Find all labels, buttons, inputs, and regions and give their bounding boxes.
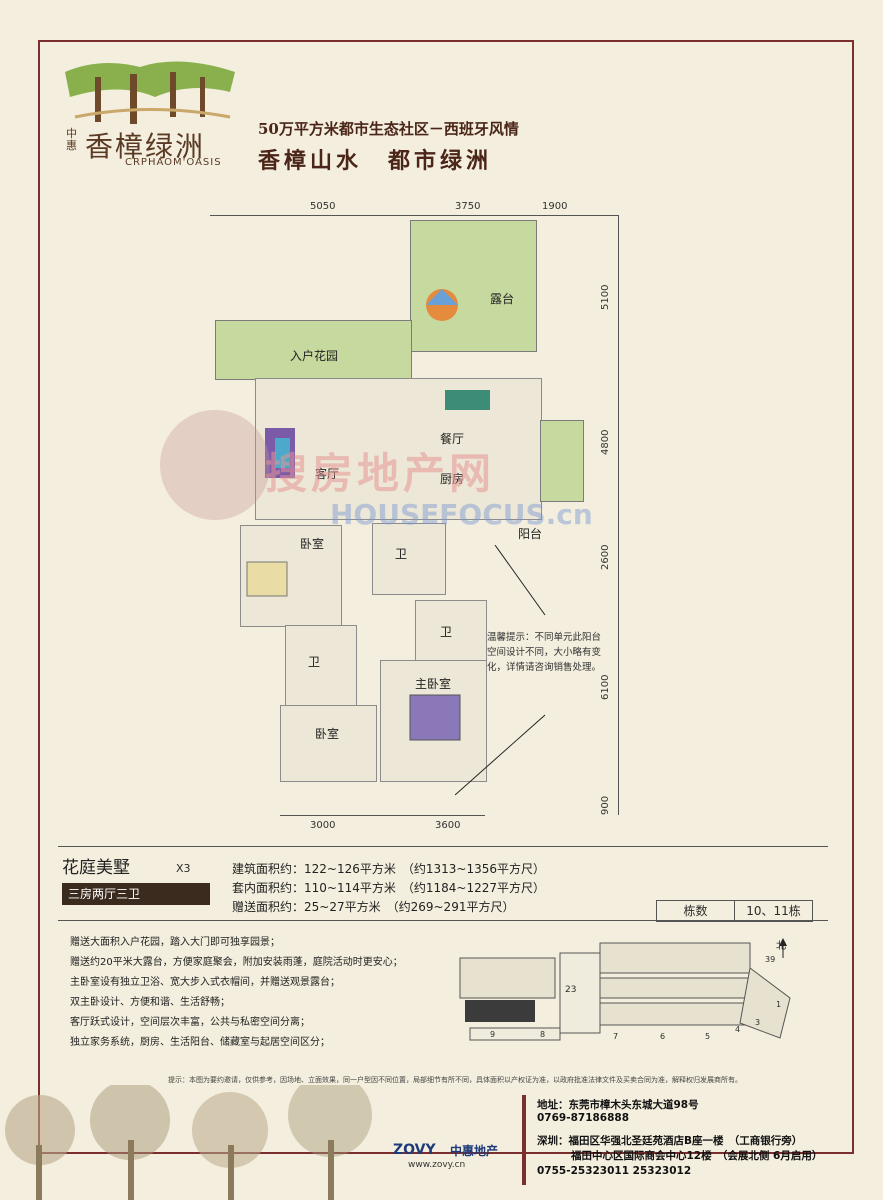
living-label: 客厅 xyxy=(315,467,340,481)
divider-top xyxy=(58,846,828,847)
divider-mid xyxy=(58,920,828,921)
building-label: 栋数 xyxy=(657,901,735,921)
bath1-area xyxy=(372,523,446,595)
area-line-2: 套内面积约：110~114平方米 （约1184~1227平方尺） xyxy=(232,881,545,895)
bedroom2-area xyxy=(280,705,377,782)
watermark-text: 搜房地产网 xyxy=(265,449,496,498)
logo-brand-small: 中惠 xyxy=(66,127,77,152)
feature-1: 赠送大面积入户花园，踏入大门即可独享园景； xyxy=(70,937,280,948)
sofa-icon xyxy=(265,428,295,478)
living-dining-area xyxy=(255,378,542,520)
bath2-area xyxy=(285,625,357,707)
logo-name-en: CRPHAOM'OASIS xyxy=(125,157,222,168)
site-num-6: 6 xyxy=(660,1032,666,1041)
unit-name: 花庭美墅 xyxy=(62,858,130,878)
dining-label: 餐厅 xyxy=(440,432,465,446)
feature-3: 主卧室设有独立卫浴、宽大步入式衣帽间，并赠送观景露台； xyxy=(70,977,340,988)
feature-2: 赠送约20平米大露台，方便家庭聚会，附加安装雨蓬，庭院活动时更安心； xyxy=(70,957,403,968)
area-line-3: 赠送面积约：25~27平方米 （约269~291平方尺） xyxy=(232,900,515,914)
dim-line-right xyxy=(618,215,619,815)
dim-bottom-2: 3600 xyxy=(435,820,461,831)
bedroom2-label: 卧室 xyxy=(315,727,340,741)
phone-2: 0755-25323011 25323012 xyxy=(537,1165,692,1177)
entry-garden-area xyxy=(215,320,412,380)
bath1-label: 卫 xyxy=(395,547,408,561)
site-num-4: 4 xyxy=(735,1025,741,1034)
dim-right-2: 4800 xyxy=(600,429,611,455)
address-3: 福田中心区国际商会中心12楼 （会展北侧 6月启用） xyxy=(571,1150,823,1162)
brand-logo: ZOVY xyxy=(393,1142,436,1158)
dim-top-1: 5050 xyxy=(310,201,336,212)
feature-5: 客厅跃式设计，空间层次丰富，公共与私密空间分离； xyxy=(70,1017,310,1028)
phone-1: 0769-87186888 xyxy=(537,1112,630,1124)
dim-bottom-1: 3000 xyxy=(310,820,336,831)
kitchen-label: 厨房 xyxy=(440,472,465,486)
building-box: 栋数 10、11栋 xyxy=(656,900,813,922)
logo-name: 香樟绿洲 xyxy=(85,130,206,163)
site-num-5: 5 xyxy=(705,1032,711,1041)
dim-top-2: 3750 xyxy=(455,201,481,212)
terrace-label: 露台 xyxy=(490,292,515,306)
address-1: 地址：东莞市樟木头东城大道98号 xyxy=(537,1099,699,1111)
dim-right-5: 900 xyxy=(600,795,611,815)
footer-accent-bar xyxy=(522,1095,526,1185)
building-value: 10、11栋 xyxy=(746,904,801,918)
floor-plan: 5050 3750 1900 5100 4800 2600 6100 900 露… xyxy=(200,195,640,835)
plan-note: 温馨提示：不同单元此阳台空间设计不同，大小略有变化，详情请咨询销售处理。 xyxy=(487,632,602,673)
disclaimer: 提示：本图为要约邀请，仅供参考，因场地、立面效果，同一户型因不同位置，局部细节有… xyxy=(168,1076,742,1084)
watermark-url: HOUSEFOCUS.cn xyxy=(330,498,593,531)
bath3-area xyxy=(415,600,487,662)
footer-trees-icon xyxy=(5,1085,372,1200)
bed-icon xyxy=(246,561,288,597)
bedroom1-label: 卧室 xyxy=(300,537,325,551)
page-frame xyxy=(38,40,854,1154)
site-plan xyxy=(459,938,791,1041)
dim-line-top xyxy=(210,215,618,216)
area-line-1: 建筑面积约：122~126平方米 （约1313~1356平方尺） xyxy=(232,862,545,876)
logo-trees-icon xyxy=(65,61,235,124)
terrace-area xyxy=(410,220,537,352)
dim-right-3: 2600 xyxy=(600,544,611,570)
master-bed-icon xyxy=(409,694,461,741)
north-label: 北 xyxy=(776,941,786,952)
unit-type: 三房两厅三卫 xyxy=(62,883,210,905)
site-num-7: 7 xyxy=(613,1032,619,1041)
dim-right-1: 5100 xyxy=(600,284,611,310)
brand-url: www.zovy.cn xyxy=(408,1160,466,1170)
balcony-area xyxy=(540,420,584,502)
bath3-label: 卫 xyxy=(440,625,453,639)
address-2: 深圳：福田区华强北圣廷苑酒店B座一楼 （工商银行旁） xyxy=(537,1135,803,1147)
dim-right-4: 6100 xyxy=(600,674,611,700)
site-num-1: 1 xyxy=(776,1000,782,1009)
feature-6: 独立家务系统，厨房、生活阳台、储藏室与起居空间区分； xyxy=(70,1037,330,1048)
unit-count: X3 xyxy=(176,862,191,875)
balcony-label: 阳台 xyxy=(518,527,543,541)
site-num-39: 39 xyxy=(765,955,776,964)
tagline-1: 50万平方米都市生态社区－西班牙风情 xyxy=(258,120,519,138)
site-num-23: 23 xyxy=(565,985,577,995)
site-num-8: 8 xyxy=(540,1030,546,1039)
brand-name: 中惠地产 xyxy=(450,1144,499,1158)
dim-top-3: 1900 xyxy=(542,201,568,212)
feature-4: 双主卧设计、方便和谐、生活舒畅； xyxy=(70,997,230,1008)
entry-garden-label: 入户花园 xyxy=(290,349,339,363)
tagline-2: 香樟山水 都市绿洲 xyxy=(258,148,493,174)
note-arrows-icon xyxy=(455,545,546,796)
site-num-3: 3 xyxy=(755,1018,761,1027)
dim-line-bottom xyxy=(280,815,485,816)
watermark-logo-icon xyxy=(160,410,270,520)
umbrella-icon xyxy=(426,289,458,321)
master-label: 主卧室 xyxy=(415,677,452,691)
site-num-9: 9 xyxy=(490,1030,496,1039)
bath2-label: 卫 xyxy=(308,655,321,669)
dining-table-icon xyxy=(445,390,490,410)
